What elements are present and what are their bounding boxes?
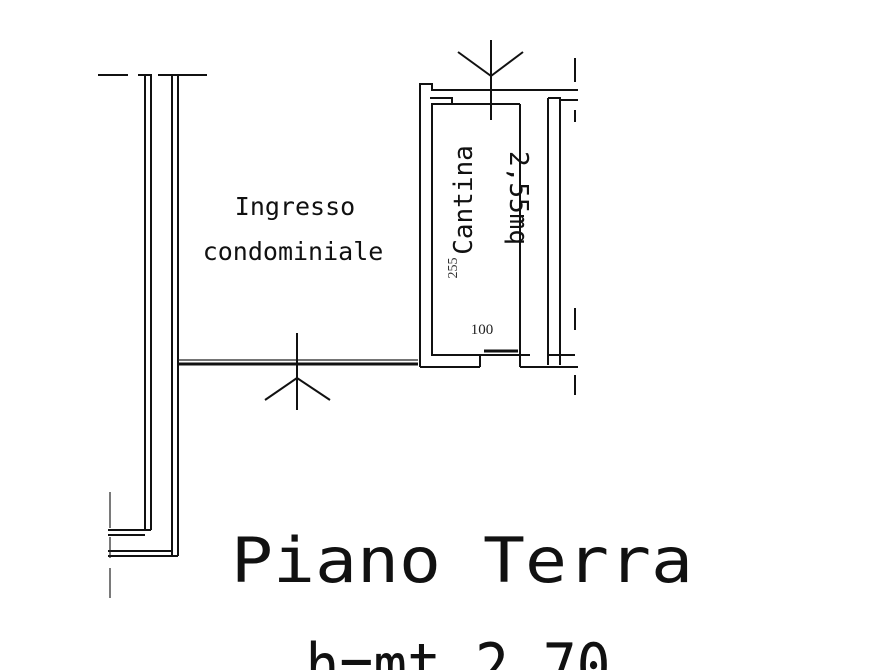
dimension-depth: 255 [446, 258, 461, 279]
room-label-cantina: Cantina [449, 145, 479, 255]
room-area: 2,55mq [503, 151, 533, 245]
floor-title: Piano Terra [231, 524, 693, 597]
room-label-ingresso: Ingresso [235, 192, 355, 221]
dimension-width: 100 [471, 322, 494, 338]
left-wall [108, 74, 179, 598]
ceiling-height: h=mt 2,70 [306, 630, 611, 670]
room-label-condominiale: condominiale [203, 237, 384, 266]
door-arrow-icon [457, 40, 524, 120]
cantina-walls [419, 83, 578, 368]
door-arrow-icon [264, 333, 331, 410]
